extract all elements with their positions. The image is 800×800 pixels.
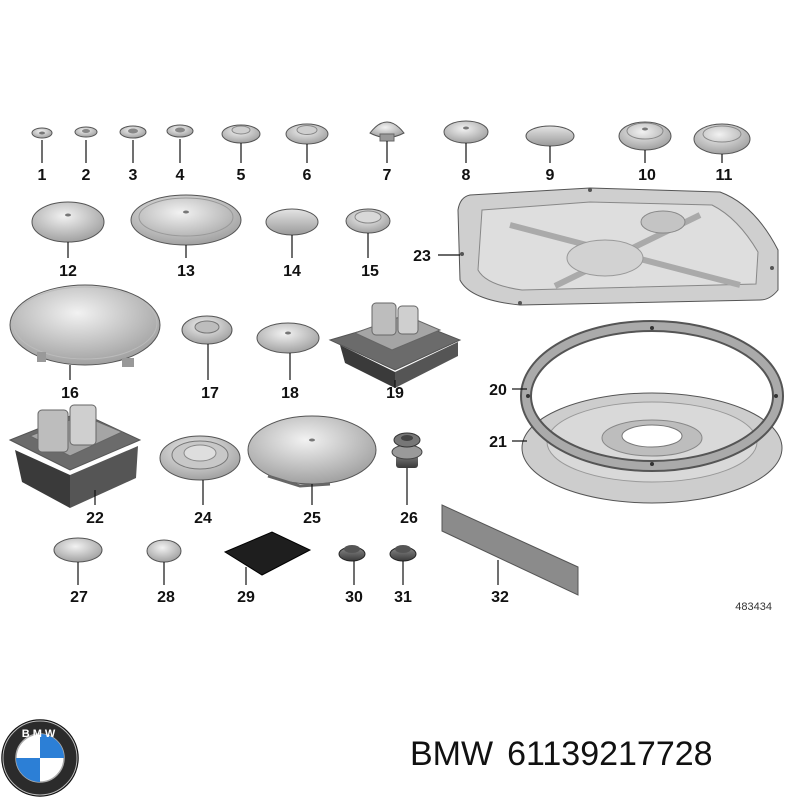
reference-number: 483434 — [735, 601, 772, 613]
label-17: 17 — [201, 385, 219, 402]
part-7-plug — [369, 121, 405, 142]
label-7: 7 — [383, 167, 392, 184]
label-3: 3 — [129, 167, 138, 184]
footer-brand: BMW — [410, 735, 494, 773]
part-1-grommet — [31, 127, 53, 139]
label-15: 15 — [361, 263, 379, 280]
part-3-grommet — [119, 125, 147, 139]
label-32: 32 — [491, 589, 509, 606]
part-8-plug — [443, 120, 489, 144]
label-4: 4 — [176, 167, 185, 184]
label-18: 18 — [281, 385, 299, 402]
part-19-jack-pad — [328, 302, 462, 388]
label-29: 29 — [237, 589, 255, 606]
bmw-logo: BMW — [1, 719, 79, 797]
label-6: 6 — [303, 167, 312, 184]
label-14: 14 — [283, 263, 301, 280]
part-18-plug — [256, 322, 320, 354]
label-28: 28 — [157, 589, 175, 606]
part-13-cap — [130, 194, 242, 246]
footer-part-identifier: BMW 61139217728 — [410, 735, 727, 774]
label-26: 26 — [400, 510, 418, 527]
label-22: 22 — [86, 510, 104, 527]
label-23: 23 — [413, 248, 431, 265]
label-12: 12 — [59, 263, 77, 280]
part-30-plug — [338, 545, 366, 562]
label-30: 30 — [345, 589, 363, 606]
part-14-pad — [265, 208, 319, 236]
part-29-pad — [223, 531, 312, 576]
part-25-cover — [247, 415, 377, 488]
part-17-grommet — [181, 315, 233, 345]
part-6-plug — [285, 123, 329, 145]
label-1: 1 — [38, 167, 47, 184]
part-24-grommet — [159, 435, 241, 481]
bmw-logo-text: BMW — [22, 728, 59, 740]
part-9-pad — [525, 125, 575, 147]
part-labels: 1 2 3 4 5 6 7 8 9 10 11 12 13 14 15 16 1… — [38, 167, 772, 613]
label-2: 2 — [82, 167, 91, 184]
part-16-cover — [9, 284, 161, 367]
label-24: 24 — [194, 510, 212, 527]
label-20: 20 — [489, 382, 507, 399]
part-10-plug — [618, 121, 672, 151]
label-10: 10 — [638, 167, 656, 184]
label-27: 27 — [70, 589, 88, 606]
label-5: 5 — [237, 167, 246, 184]
part-11-plug — [693, 123, 751, 155]
label-21: 21 — [489, 434, 507, 451]
part-31-plug — [389, 545, 417, 562]
part-12-cap — [31, 201, 105, 243]
label-8: 8 — [462, 167, 471, 184]
footer-part-number: 61139217728 — [507, 735, 713, 773]
part-20-ring — [520, 320, 784, 472]
label-16: 16 — [61, 385, 79, 402]
part-4-grommet — [166, 124, 194, 138]
label-11: 11 — [716, 167, 733, 184]
part-22-jack-pad — [8, 404, 142, 508]
part-32-strip — [441, 504, 579, 596]
label-13: 13 — [177, 263, 195, 280]
label-31: 31 — [394, 589, 412, 606]
part-5-plug — [221, 124, 261, 144]
label-19: 19 — [386, 385, 404, 402]
part-28-plug — [146, 539, 182, 563]
part-2-grommet — [74, 126, 98, 138]
part-27-plug — [53, 537, 103, 563]
part-23-cover-plate — [457, 187, 779, 306]
label-25: 25 — [303, 510, 321, 527]
label-9: 9 — [546, 167, 555, 184]
leader-lines — [41, 139, 723, 585]
part-26-plug — [391, 432, 423, 468]
part-15-plug — [345, 208, 391, 234]
